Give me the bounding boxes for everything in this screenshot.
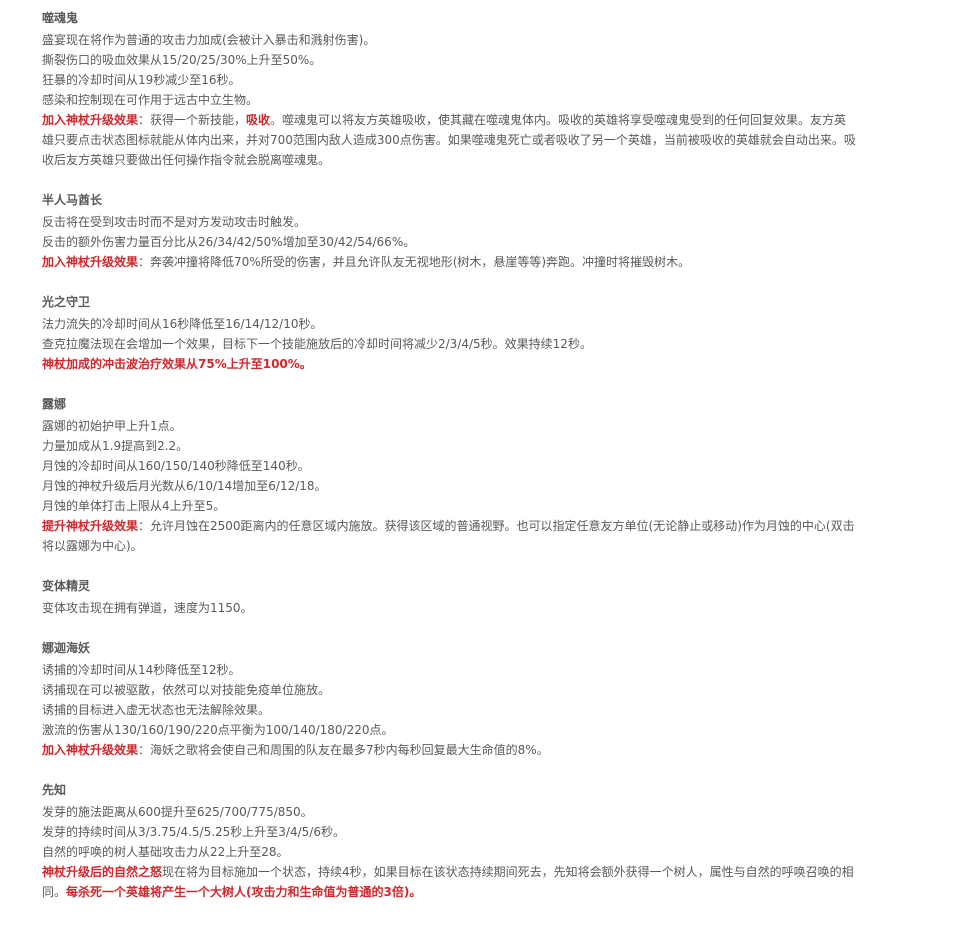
change-line: 诱捕的冷却时间从14秒降低至12秒。 xyxy=(42,663,241,677)
change-line: 查克拉魔法现在会增加一个效果，目标下一个技能施放后的冷却时间将减少2/3/4/5… xyxy=(42,337,592,351)
new-skill-name: 吸收 xyxy=(246,113,271,127)
change-line: 狂暴的冷却时间从19秒减少至16秒。 xyxy=(42,73,241,87)
hero-title: 变体精灵 xyxy=(42,579,91,593)
scepter-upgrade-line: 加入神杖升级效果：获得一个新技能，吸收。噬魂鬼可以将友方英雄吸收，使其藏在噬魂鬼… xyxy=(42,110,857,170)
hero-title: 先知 xyxy=(42,783,67,797)
change-line: 月蚀的单体打击上限从4上升至5。 xyxy=(42,499,226,513)
hero-title: 娜迦海妖 xyxy=(42,641,91,655)
scepter-upgrade-label: 加入神杖升级效果 xyxy=(42,113,139,127)
hero-section-morphling: 变体精灵 变体攻击现在拥有弹道，速度为1150。 xyxy=(42,576,973,618)
scepter-upgrade-line: 神杖升级后的自然之怒现在将为目标施加一个状态，持续4秒，如果目标在该状态持续期间… xyxy=(42,862,857,902)
change-line: 变体攻击现在拥有弹道，速度为1150。 xyxy=(42,601,253,615)
scepter-upgrade-label: 加入神杖升级效果 xyxy=(42,743,139,757)
scepter-upgrade-line: 加入神杖升级效果：海妖之歌将会使自己和周围的队友在最多7秒内每秒回复最大生命值的… xyxy=(42,740,857,760)
change-line: 力量加成从1.9提高到2.2。 xyxy=(42,439,189,453)
hero-title: 露娜 xyxy=(42,397,67,411)
change-line: 反击将在受到攻击时而不是对方发动攻击时触发。 xyxy=(42,215,307,229)
change-line: 发芽的持续时间从3/3.75/4.5/5.25秒上升至3/4/5/6秒。 xyxy=(42,825,345,839)
change-line: 露娜的初始护甲上升1点。 xyxy=(42,419,182,433)
scepter-upgrade-label: 提升神杖升级效果 xyxy=(42,519,139,533)
change-line: 自然的呼唤的树人基础攻击力从22上升至28。 xyxy=(42,845,289,859)
scepter-upgrade-label: 加入神杖升级效果 xyxy=(42,255,139,269)
scepter-upgrade-line: 加入神杖升级效果：奔袭冲撞将降低70%所受的伤害，并且允许队友无视地形(树木，悬… xyxy=(42,252,857,272)
hero-title: 噬魂鬼 xyxy=(42,11,79,25)
hero-section-keeper-of-the-light: 光之守卫 法力流失的冷却时间从16秒降低至16/14/12/10秒。 查克拉魔法… xyxy=(42,292,973,374)
hero-title: 光之守卫 xyxy=(42,295,91,309)
scepter-upgrade-label: 神杖升级后的自然之怒 xyxy=(42,865,163,879)
upgrade-text: ：奔袭冲撞将降低70%所受的伤害，并且允许队友无视地形(树木，悬崖等等)奔跑。冲… xyxy=(138,255,691,269)
hero-title: 半人马酋长 xyxy=(42,193,103,207)
hero-section-centaur: 半人马酋长 反击将在受到攻击时而不是对方发动攻击时触发。 反击的额外伤害力量百分… xyxy=(42,190,973,272)
upgrade-text: ：获得一个新技能， xyxy=(138,113,247,127)
hero-section-naga-siren: 娜迦海妖 诱捕的冷却时间从14秒降低至12秒。 诱捕现在可以被驱散，依然可以对技… xyxy=(42,638,973,760)
change-line: 诱捕现在可以被驱散，依然可以对技能免疫单位施放。 xyxy=(42,683,331,697)
change-line: 盛宴现在将作为普通的攻击力加成(会被计入暴击和溅射伤害)。 xyxy=(42,33,376,47)
change-line: 感染和控制现在可作用于远古中立生物。 xyxy=(42,93,259,107)
change-line: 激流的伤害从130/160/190/220点平衡为100/140/180/220… xyxy=(42,723,394,737)
hero-section-lifestealer: 噬魂鬼 盛宴现在将作为普通的攻击力加成(会被计入暴击和溅射伤害)。 撕裂伤口的吸… xyxy=(42,8,973,170)
upgrade-text: 。噬魂鬼可以将友方英雄吸收，使其藏在噬魂鬼体内。吸收的英雄将享受噬魂鬼受到的任何… xyxy=(42,113,856,167)
upgrade-text: ：允许月蚀在2500距离内的任意区域内施放。获得该区域的普通视野。也可以指定任意… xyxy=(42,519,855,553)
change-line: 月蚀的冷却时间从160/150/140秒降低至140秒。 xyxy=(42,459,310,473)
change-line: 诱捕的目标进入虚无状态也无法解除效果。 xyxy=(42,703,271,717)
scepter-upgrade-line: 提升神杖升级效果：允许月蚀在2500距离内的任意区域内施放。获得该区域的普通视野… xyxy=(42,516,857,556)
scepter-upgrade-bonus: 每杀死一个英雄将产生一个大树人(攻击力和生命值为普通的3倍)。 xyxy=(66,885,422,899)
upgrade-text: ：海妖之歌将会使自己和周围的队友在最多7秒内每秒回复最大生命值的8%。 xyxy=(138,743,549,757)
change-line: 月蚀的神杖升级后月光数从6/10/14增加至6/12/18。 xyxy=(42,479,327,493)
scepter-upgrade-line: 神杖加成的冲击波治疗效果从75%上升至100%。 xyxy=(42,357,312,371)
hero-section-natures-prophet: 先知 发芽的施法距离从600提升至625/700/775/850。 发芽的持续时… xyxy=(42,780,973,902)
change-line: 法力流失的冷却时间从16秒降低至16/14/12/10秒。 xyxy=(42,317,323,331)
change-line: 撕裂伤口的吸血效果从15/20/25/30%上升至50%。 xyxy=(42,53,322,67)
change-line: 反击的额外伤害力量百分比从26/34/42/50%增加至30/42/54/66%… xyxy=(42,235,416,249)
upgrade-text: 现在将为目标施加一个状态，持续4秒，如果目标在该状态持续期间死去，先知将会额外获… xyxy=(42,865,854,899)
change-line: 发芽的施法距离从600提升至625/700/775/850。 xyxy=(42,805,313,819)
hero-section-luna: 露娜 露娜的初始护甲上升1点。 力量加成从1.9提高到2.2。 月蚀的冷却时间从… xyxy=(42,394,973,556)
